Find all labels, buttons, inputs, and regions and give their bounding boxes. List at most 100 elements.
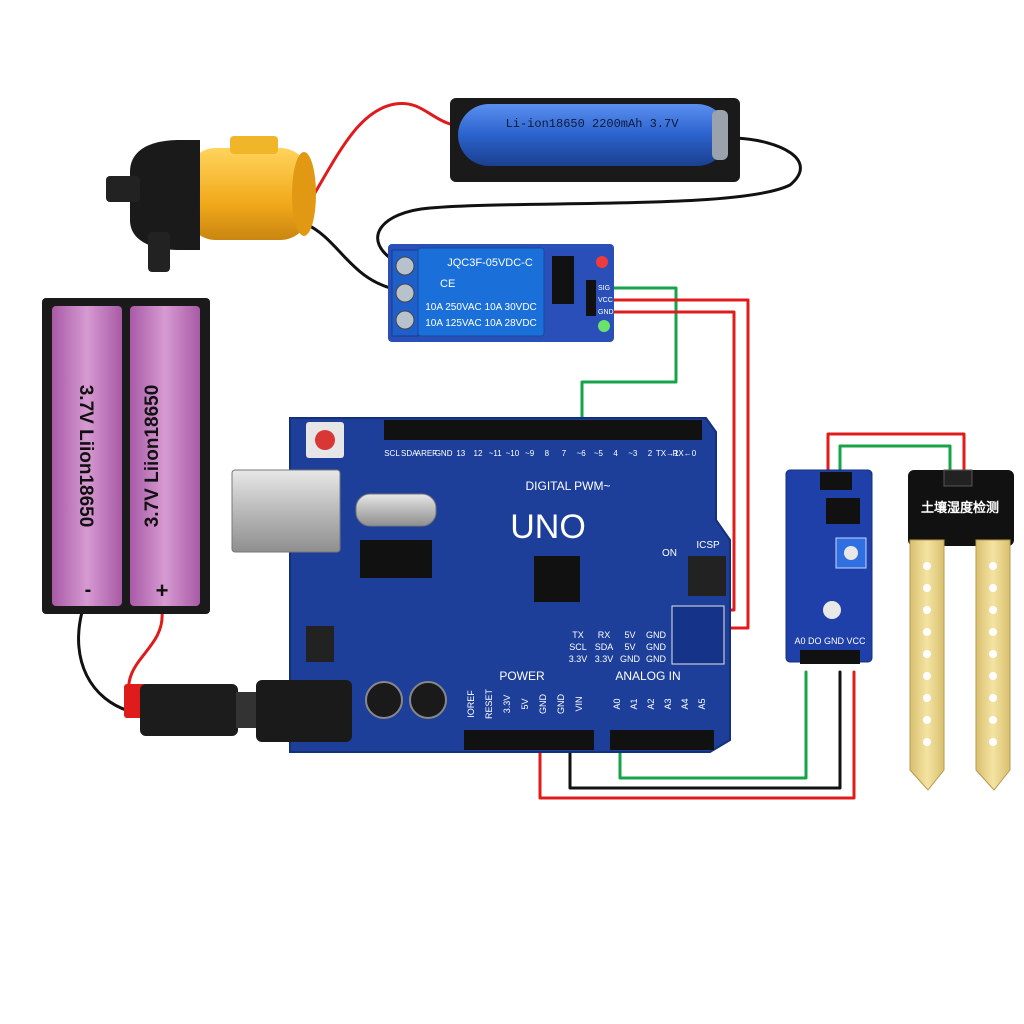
- probe-contact-dot: [923, 716, 931, 724]
- usb-port[interactable]: [231, 469, 341, 553]
- relay-model: JQC3F-05VDC-C: [447, 257, 533, 269]
- plug-body: [140, 684, 238, 736]
- terminal-screw-3: [395, 310, 415, 330]
- crystal: [355, 493, 437, 527]
- plug-tip: [236, 692, 258, 728]
- probe-contact-dot: [923, 606, 931, 614]
- analog-pin-label: A2: [646, 698, 656, 709]
- relay-pin-label-3: GND: [598, 309, 614, 316]
- probe-contact-dot: [923, 628, 931, 636]
- relay-rating-2: 10A 125VAC 10A 28VDC: [425, 318, 537, 329]
- top-pin-label: 7: [562, 449, 567, 458]
- relay-module: JQC3F-05VDC-C CE 10A 250VAC 10A 30VDC 10…: [388, 244, 614, 342]
- probe-connector: [943, 469, 973, 487]
- probe-contact-dot: [989, 584, 997, 592]
- wire-red-pump-battery: [310, 101, 452, 200]
- pump-inlet: [148, 232, 170, 272]
- terminal-screw-1: [395, 256, 415, 276]
- soil-probe: 土壤湿度检测: [908, 469, 1014, 791]
- pump-head: [130, 140, 200, 250]
- battery-cell-blue: [458, 104, 728, 166]
- relay-transistor: [552, 256, 574, 304]
- capacitor-2: [409, 681, 447, 719]
- bottom-right-label: SCL: [569, 642, 587, 652]
- wire-green-module-probe: [838, 444, 952, 472]
- wires: [77, 101, 966, 800]
- moisture-sensor-module: A0 DO GND VCC: [785, 469, 873, 664]
- probe-contact-dot: [923, 738, 931, 746]
- top-pin-label: RX←0: [673, 449, 697, 458]
- digital-label: DIGITAL PWM~: [525, 479, 610, 493]
- pump-outlet: [106, 176, 140, 202]
- wire-red-5v: [538, 670, 856, 800]
- bottom-right-label: GND: [646, 642, 667, 652]
- module-mount-hole: [823, 601, 841, 619]
- top-pin-label: 2: [648, 449, 653, 458]
- relay-pin-label-1: SIG: [598, 285, 610, 292]
- analog-label: ANALOG IN: [615, 669, 680, 683]
- power-header: [464, 730, 594, 750]
- probe-head: [908, 470, 1014, 546]
- top-pin-label: SDA: [401, 449, 418, 458]
- icsp-header: [688, 556, 726, 596]
- dc-jack[interactable]: [256, 680, 352, 742]
- top-pin-label: ~6: [577, 449, 587, 458]
- relay-cube: [417, 247, 545, 337]
- usb-chip: [360, 540, 432, 578]
- probe-contact-dot: [989, 716, 997, 724]
- pack-minus: -: [85, 579, 92, 601]
- probe-prong-left: [909, 539, 945, 791]
- battery-single-label: Li-ion18650 2200mAh 3.7V: [506, 117, 680, 131]
- bottom-right-label: 5V: [624, 630, 635, 640]
- analog-pin-label: A4: [680, 698, 690, 709]
- power-pin-label: GND: [538, 694, 548, 715]
- probe-prong-right: [975, 539, 1011, 791]
- pump-body: [186, 148, 310, 240]
- wire-black-gnd: [568, 670, 842, 790]
- probe-contact-dot: [923, 562, 931, 570]
- bottom-right-label: RX: [598, 630, 611, 640]
- bottom-right-label: 5V: [624, 642, 635, 652]
- pack-cell-1-label: 3.7V Liion18650: [75, 385, 96, 528]
- top-pin-label: TX→1: [656, 449, 679, 458]
- analog-pin-label: A3: [663, 698, 673, 709]
- wire-black-battery-relay: [376, 136, 802, 264]
- module-bottom-header: [800, 650, 860, 664]
- bottom-right-label: GND: [646, 630, 667, 640]
- module-pot-knob[interactable]: [844, 546, 858, 560]
- power-pin-label: RESET: [484, 688, 494, 719]
- module-pin-labels: A0 DO GND VCC: [794, 636, 866, 646]
- regulator: [306, 626, 334, 662]
- wire-black-pack-plug: [77, 610, 134, 714]
- arduino-uno: UNO DIGITAL PWM~ POWER ANALOG IN ICSP ON…: [231, 417, 731, 753]
- power-pin-label: 5V: [520, 698, 530, 709]
- top-pin-label: GND: [435, 449, 453, 458]
- bottom-right-label: 3.3V: [595, 654, 614, 664]
- bottom-right-label: GND: [620, 654, 641, 664]
- bottom-right-label: SDA: [595, 642, 614, 652]
- power-pin-label: GND: [556, 694, 566, 715]
- top-pin-label: ~3: [628, 449, 638, 458]
- probe-contact-dot: [989, 672, 997, 680]
- relay-led-red: [596, 256, 608, 268]
- probe-contact-dot: [989, 562, 997, 570]
- wire-red-relay-icsp: [610, 298, 750, 630]
- probe-contact-dot: [989, 650, 997, 658]
- reset-button-cap[interactable]: [315, 430, 335, 450]
- pack-cell-2: [130, 306, 200, 606]
- top-pin-label: 8: [545, 449, 550, 458]
- module-comparator: [826, 498, 860, 524]
- wire-red-module-probe: [826, 432, 966, 472]
- pack-cell-2-label: 3.7V Liion18650: [142, 385, 163, 528]
- probe-contacts: [923, 562, 997, 746]
- bottom-right-label: 3.3V: [569, 654, 588, 664]
- analog-pin-label: A0: [612, 698, 622, 709]
- top-pin-label: ~10: [506, 449, 520, 458]
- power-label: POWER: [499, 669, 545, 683]
- top-pin-label: 12: [474, 449, 483, 458]
- top-pin-label: ~9: [525, 449, 535, 458]
